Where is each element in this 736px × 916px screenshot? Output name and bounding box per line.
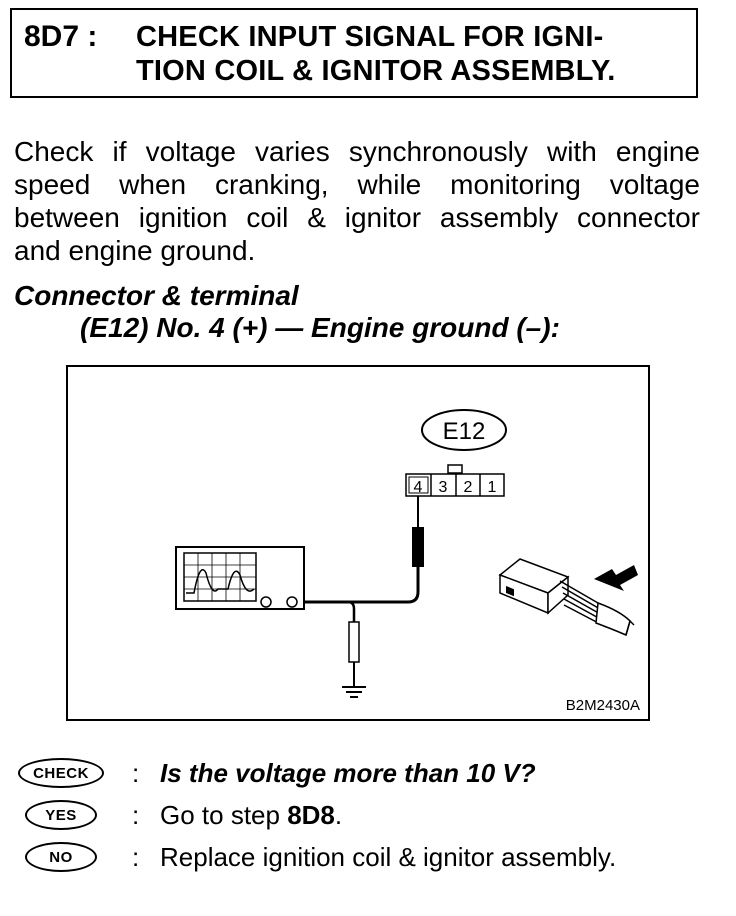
- connector-spec: (E12) No. 4 (+) — Engine ground (–):: [80, 312, 560, 343]
- step-title-line-2: TION COIL & IGNITOR ASSEMBLY.: [136, 55, 616, 87]
- connector-pins: 4 3 2 1: [405, 473, 505, 497]
- instruction-line-1: Check if voltage varies synchronously wi…: [14, 136, 700, 167]
- yes-badge: YES: [25, 800, 97, 830]
- connector-label-ellipse: [421, 409, 507, 451]
- figure-code: B2M2430A: [565, 697, 640, 714]
- pin-4-cell: [408, 476, 429, 494]
- decision-list: CHECK : Is the voltage more than 10 V? Y…: [18, 752, 718, 878]
- no-row: NO : Replace ignition coil & ignitor ass…: [18, 836, 718, 878]
- step-title-line-1: CHECK INPUT SIGNAL FOR IGNI-: [136, 21, 604, 53]
- instruction-line-3: between ignition coil & ignitor assembly…: [14, 202, 700, 233]
- yes-action-suffix: .: [334, 799, 343, 830]
- oscilloscope: [175, 546, 305, 610]
- no-badge: NO: [25, 842, 97, 872]
- instruction-line-2: speed when cranking, while monitoring vo…: [14, 169, 700, 200]
- yes-action: Go to step 8D8.: [160, 800, 342, 831]
- ground-lead-upper: [347, 600, 356, 622]
- probe-lead-lower: [304, 567, 420, 604]
- harness-connector-icon: [498, 558, 638, 637]
- no-action: Replace ignition coil & ignitor assembly…: [160, 841, 617, 872]
- no-colon: :: [132, 841, 140, 872]
- wiring-diagram-svg: E12 4 3 2 1: [175, 409, 638, 698]
- pin-1-label: 1: [488, 479, 497, 496]
- connector-heading: Connector & terminal: [14, 280, 299, 311]
- check-question: Is the voltage more than 10 V?: [160, 757, 536, 788]
- check-colon: :: [132, 757, 140, 788]
- yes-colon: :: [132, 799, 140, 830]
- pin-4-label: 4: [414, 479, 423, 496]
- connector-label: E12: [443, 418, 486, 445]
- yes-row: YES : Go to step 8D8.: [18, 794, 718, 836]
- pin-3-label: 3: [439, 479, 448, 496]
- pin-2-label: 2: [464, 479, 473, 496]
- probe-minus: [348, 621, 360, 663]
- yes-action-step: 8D8: [287, 799, 335, 830]
- ground-symbol-icon: [342, 686, 366, 698]
- instruction-paragraph: Check if voltage varies synchronously wi…: [14, 135, 700, 267]
- check-badge: CHECK: [18, 758, 104, 788]
- probe-plus: [412, 527, 424, 567]
- step-id: 8D7 :: [24, 20, 98, 53]
- wiring-diagram: E12 4 3 2 1: [66, 365, 650, 721]
- step-header: 8D7 : CHECK INPUT SIGNAL FOR IGNI- TION …: [10, 8, 698, 98]
- instruction-line-4: and engine ground.: [14, 235, 256, 266]
- connector-latch: [447, 464, 463, 474]
- check-row: CHECK : Is the voltage more than 10 V?: [18, 752, 718, 794]
- yes-action-prefix: Go to step: [160, 799, 288, 830]
- step-title: CHECK INPUT SIGNAL FOR IGNI- TION COIL &…: [136, 20, 616, 88]
